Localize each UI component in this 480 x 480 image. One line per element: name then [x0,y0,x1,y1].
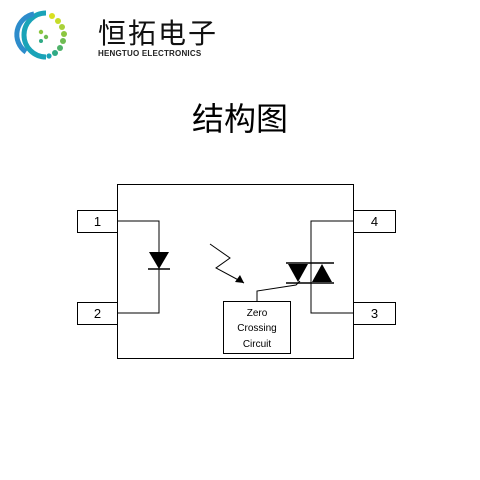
logo-dot-icon [55,18,61,24]
logo-dot-icon [52,50,58,56]
logo-dot-icon [43,34,49,40]
light-arrow-icon [209,243,245,284]
pin-2-label: 2 [94,306,101,321]
logo-dot-icon [61,31,67,37]
logo-dot-icon [49,13,55,19]
pin-3-box [353,302,396,325]
pin-4-box [353,210,396,233]
triac-wire [310,220,353,314]
page-title: 结构图 [191,100,288,138]
logo-dot-icon [60,38,66,44]
pin-3-label: 3 [371,306,378,321]
brand-logo-icon [14,10,67,60]
zero-crossing-line1: Zero [247,308,268,319]
zero-crossing-line2: Crossing [237,323,276,334]
led-wire [117,220,160,314]
logo-dot-icon [59,24,65,30]
pin-1-label: 1 [94,214,101,229]
package-outline [117,184,354,359]
logo-ring-icon [21,10,47,60]
logo-dot-icon [57,45,63,51]
zero-crossing-line3: Circuit [243,339,272,350]
triac-icon [286,262,334,284]
gate-wire [256,280,301,301]
brand-name-en: HENGTUO ELECTRONICS [98,49,202,58]
light-arrowhead-icon [235,275,244,283]
pin-4-label: 4 [371,214,378,229]
brand-name-cn: 恒拓电子 [98,17,219,50]
logo-dot-icon [46,53,52,59]
logo-dot-icon [38,29,44,35]
zero-crossing-box [223,301,291,354]
led-icon [148,252,170,270]
logo-dot-icon [39,39,43,43]
logo-inner-arc-icon [14,11,35,55]
